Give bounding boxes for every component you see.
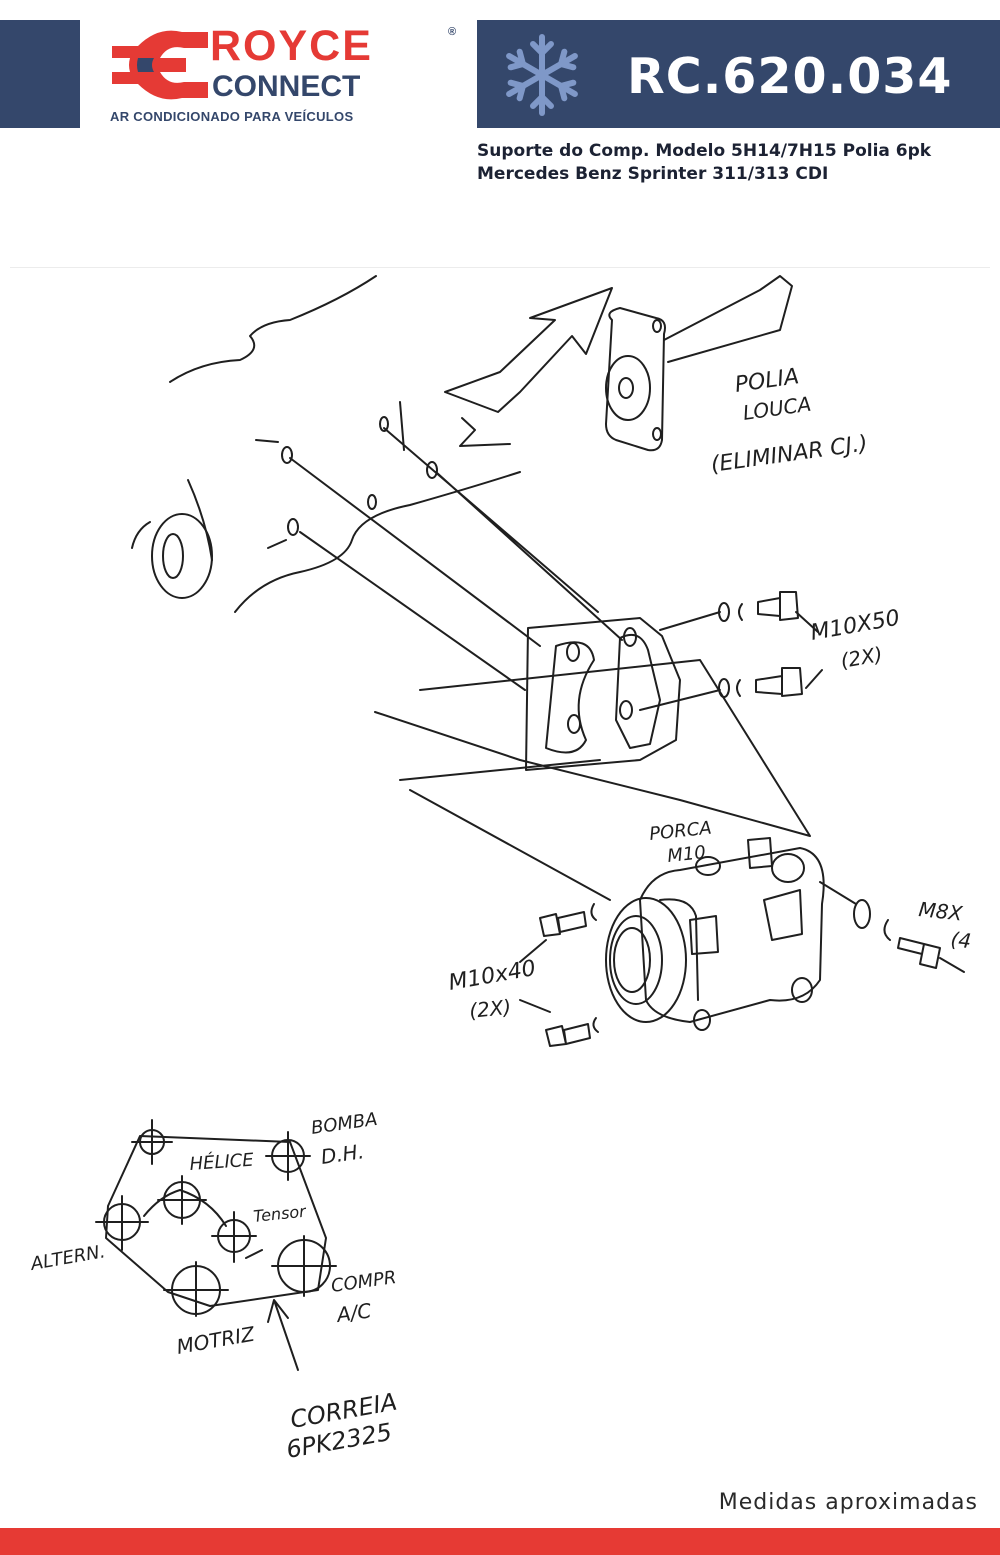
bolt-m8: [819, 881, 965, 973]
belt-routing-diagram: [95, 1119, 337, 1371]
approximate-measures-note: Medidas aproximadas: [718, 1490, 978, 1515]
label-louca: LOUCA: [741, 392, 812, 425]
bracket-cutout: [545, 641, 595, 754]
pulley-tensor: [211, 1211, 263, 1263]
label-bolt-top-qty: (2X): [839, 642, 885, 673]
label-polia: POLIA: [733, 364, 800, 398]
bracket-side-flange: [615, 634, 661, 749]
compressor-clutch-pulley: [605, 897, 687, 1023]
brand-bottom-text: CONNECT: [212, 70, 361, 103]
label-helice: HÉLICE: [189, 1149, 255, 1175]
pulley-helice-center: [157, 1175, 207, 1225]
label-bolt-right-qty: (4: [949, 927, 972, 953]
label-compr: COMPR: [330, 1267, 398, 1297]
description-line-2: Mercedes Benz Sprinter 311/313 CDI: [477, 164, 829, 184]
label-tensor: Tensor: [252, 1201, 308, 1226]
engine-hole-1: [281, 446, 293, 464]
logo-emblem-icon: [112, 30, 208, 100]
bolt-m10x50-lower: [639, 667, 803, 711]
engine-hole-4: [367, 494, 377, 510]
label-porca-size: M10: [666, 842, 706, 867]
bolt-left-leaders: [519, 939, 551, 1013]
royce-connect-logo: ROYCE CONNECT ® AR CONDICIONADO PARA VEÍ…: [108, 20, 468, 128]
label-bolt-top: M10X50: [809, 606, 902, 646]
bracket-hole: [566, 642, 580, 662]
pulley-motriz: [163, 1261, 229, 1317]
pulley-bomba-dh: [265, 1131, 311, 1181]
belt-pointer-arrow: [267, 1299, 299, 1371]
engine-outline-top: [169, 275, 377, 383]
belt-path: [105, 1135, 327, 1307]
bracket-hole: [623, 627, 637, 647]
label-eliminar: (ELIMINAR CJ.): [709, 431, 869, 478]
belt-inner: [143, 1189, 227, 1227]
product-code-banner: RC.620.034: [477, 20, 1000, 128]
pulley-alternator: [95, 1195, 149, 1251]
idler-pulley-hub: [618, 377, 634, 399]
assembly-guide-lines: [289, 427, 623, 691]
bracket-hole: [567, 714, 581, 734]
idler-bolt-hole: [652, 319, 662, 333]
label-bolt-left-qty: (2X): [468, 995, 512, 1023]
footer-bar: [0, 1528, 1000, 1555]
description-line-1: Suporte do Comp. Modelo 5H14/7H15 Polia …: [477, 141, 932, 161]
brand-tagline: AR CONDICIONADO PARA VEÍCULOS: [110, 109, 354, 124]
engine-hole-3: [426, 461, 438, 479]
idler-bolt-hole: [652, 427, 662, 441]
pulley-compressor: [271, 1235, 337, 1297]
product-code: RC.620.034: [627, 48, 953, 105]
engine-hole-ticks: [255, 401, 511, 549]
engine-detail-lines: [131, 479, 213, 561]
snowflake-icon: [506, 34, 578, 116]
label-altern: ALTERN.: [28, 1241, 107, 1275]
bolt-m10x40-lower: [545, 1017, 599, 1047]
label-porca: PORCA: [648, 818, 712, 845]
bracket-projection-lines: [374, 659, 811, 901]
compressor-bracket: [525, 617, 681, 771]
brand-top-text: ROYCE: [210, 22, 373, 70]
bracket-hole: [619, 700, 633, 720]
label-dh: D.H.: [319, 1139, 365, 1169]
header-left-block: [0, 20, 80, 128]
engine-outline-bottom: [234, 471, 521, 613]
label-ac: A/C: [333, 1298, 372, 1327]
label-motriz: MOTRIZ: [175, 1321, 258, 1359]
drawing-top-border: [10, 267, 990, 268]
label-bomba: BOMBA: [310, 1109, 379, 1139]
engine-hole-2: [379, 416, 389, 432]
label-bolt-right: M8X: [917, 897, 964, 926]
bolt-m10x40-upper: [539, 903, 597, 937]
product-description: Suporte do Comp. Modelo 5H14/7H15 Polia …: [477, 140, 931, 186]
direction-arrow-icon: [444, 287, 613, 413]
crank-boss-hole: [162, 533, 184, 579]
bolt-top-leaders: [795, 611, 823, 689]
assembly-sketch: POLIA LOUCA (ELIMINAR CJ.) M10X50 (2X): [28, 275, 972, 1464]
label-bolt-left: M10x40: [447, 956, 538, 996]
idler-pulley: [605, 355, 651, 421]
pulley-helice: [131, 1119, 173, 1165]
idler-arm: [663, 275, 793, 363]
bolt-m10x50-upper: [659, 591, 799, 631]
registered-mark: ®: [448, 26, 457, 38]
compressor: [605, 837, 825, 1031]
engine-hole-5: [287, 518, 299, 536]
idler-bracket: [605, 307, 666, 452]
